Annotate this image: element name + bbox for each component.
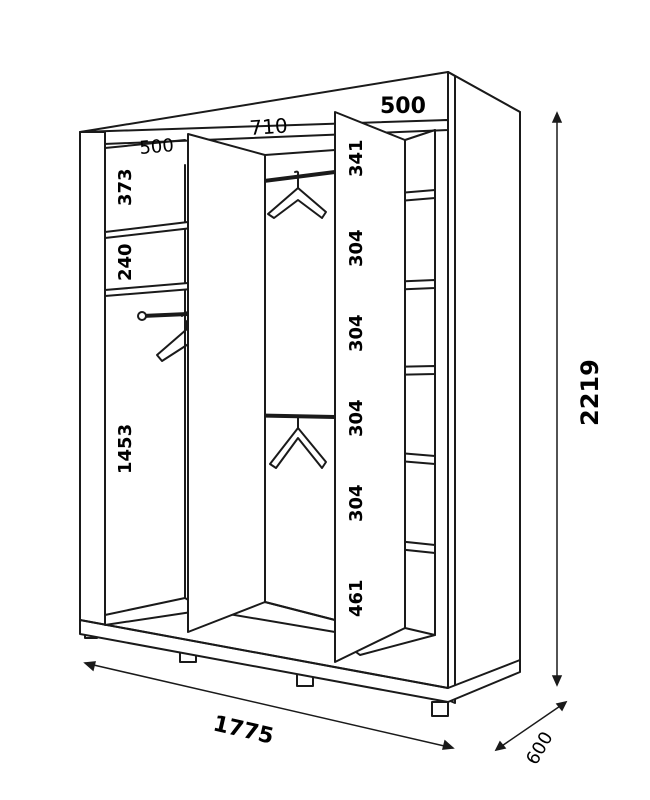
- total-height-label: 2219: [576, 359, 604, 426]
- wardrobe-carcass: [79, 71, 521, 704]
- height-dimension-line: [551, 111, 563, 687]
- depth-dimension-line: [494, 700, 568, 752]
- right-shelf-5-height-label: 304: [346, 484, 367, 522]
- left-section-width-label: 500: [139, 135, 175, 159]
- left-sliding-door: [187, 133, 266, 633]
- left-compartment: [104, 139, 206, 626]
- left-shelf-1: [104, 221, 193, 239]
- middle-upper-hanger-icon: [267, 170, 327, 219]
- wardrobe-drawing: [79, 71, 521, 717]
- right-bottom-height-label: 461: [346, 579, 367, 617]
- left-hanging-rail: [137, 311, 190, 321]
- middle-section-width-label: 710: [249, 113, 289, 140]
- width-dimension-line: [83, 661, 455, 750]
- right-sliding-door: [334, 111, 406, 663]
- left-top-shelf-height-label: 373: [115, 168, 136, 206]
- left-hanging-height-label: 1453: [115, 424, 136, 474]
- left-second-shelf-height-label: 240: [115, 243, 136, 281]
- middle-lower-hanger-icon: [269, 415, 327, 469]
- dimension-lines: [83, 111, 568, 752]
- right-shelf-3-height-label: 304: [346, 314, 367, 352]
- right-shelf-4-height-label: 304: [346, 399, 367, 437]
- right-shelf-1-height-label: 341: [346, 139, 367, 177]
- right-section-width-label: 500: [380, 94, 426, 119]
- left-shelf-2: [104, 282, 193, 297]
- depth-label: 600: [522, 728, 557, 768]
- total-width-label: 1775: [211, 711, 276, 749]
- right-shelf-2-height-label: 304: [346, 229, 367, 267]
- dimension-labels: 1775 2219 600 500 710 500 373 240 1453 3…: [115, 94, 604, 769]
